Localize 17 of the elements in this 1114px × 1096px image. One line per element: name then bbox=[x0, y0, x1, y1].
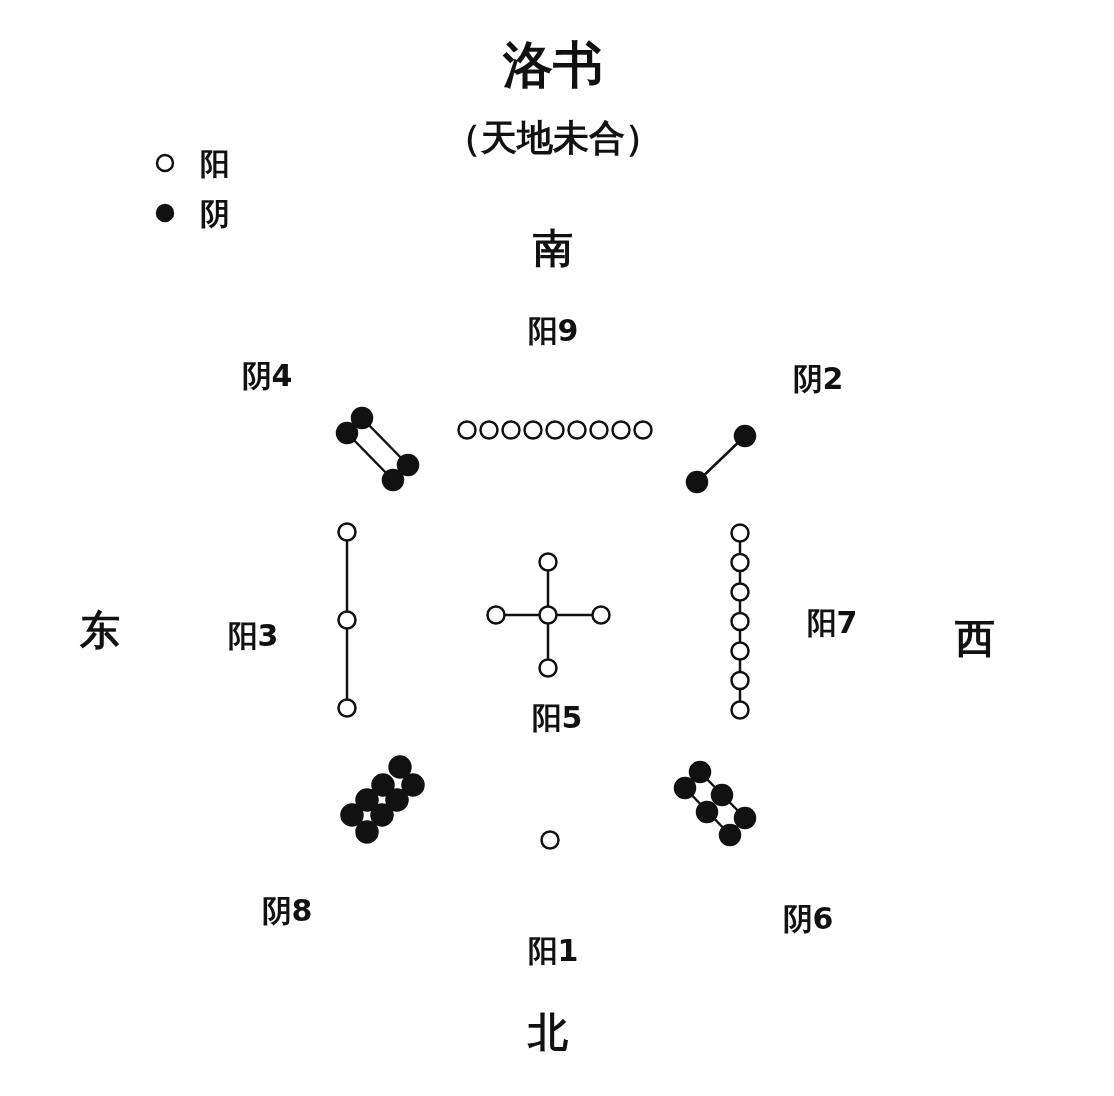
number-label: 阴8 bbox=[261, 893, 313, 927]
direction-label: 南 bbox=[533, 226, 573, 270]
direction-label: 东 bbox=[80, 608, 120, 652]
legend-label: 阳 bbox=[200, 146, 230, 180]
subtitle: （天地未合） bbox=[445, 118, 661, 158]
number-label: 阴2 bbox=[792, 361, 844, 395]
number-label: 阳5 bbox=[531, 700, 583, 734]
legend-label: 阴 bbox=[200, 196, 230, 230]
number-label: 阴4 bbox=[241, 358, 293, 392]
number-label: 阳1 bbox=[527, 933, 579, 967]
title: 洛书 bbox=[503, 37, 603, 93]
direction-label: 北 bbox=[528, 1010, 568, 1054]
number-label: 阳9 bbox=[527, 313, 579, 347]
direction-label: 西 bbox=[955, 616, 995, 660]
number-label: 阳7 bbox=[806, 605, 858, 639]
number-label: 阳3 bbox=[227, 618, 279, 652]
number-label: 阴6 bbox=[782, 901, 834, 935]
